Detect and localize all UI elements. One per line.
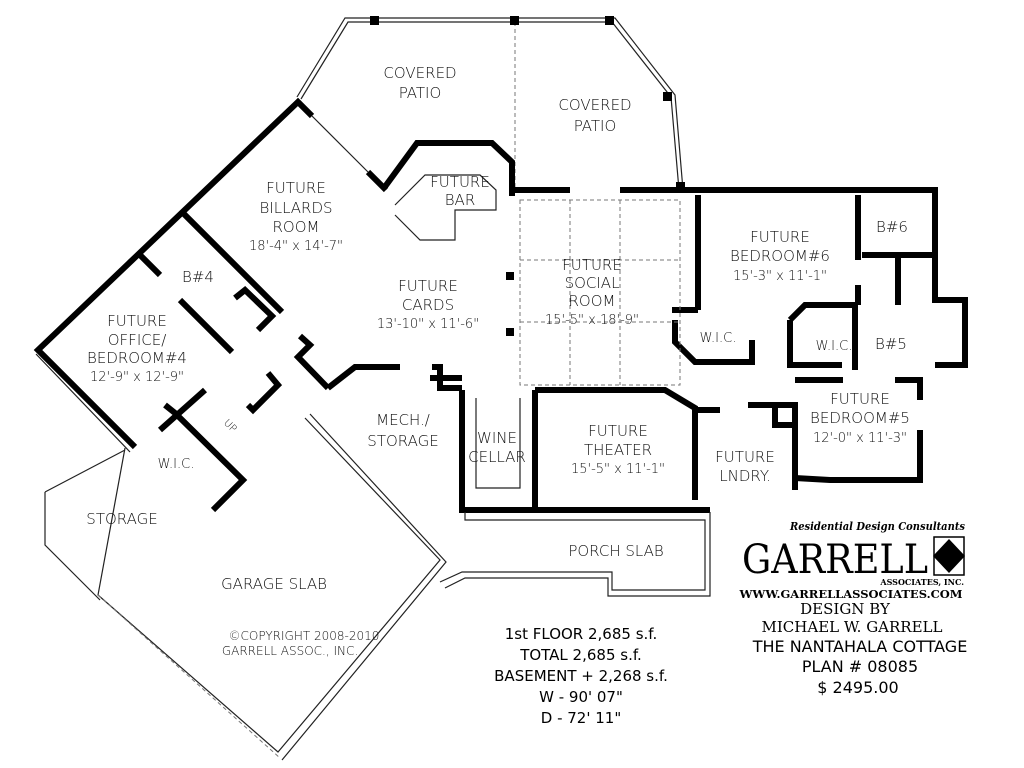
svg-text:TOTAL 2,685 s.f.: TOTAL 2,685 s.f. bbox=[519, 646, 642, 664]
logo-name: GARRELL bbox=[742, 537, 928, 583]
plan-number-text: PLAN # 08085 bbox=[802, 657, 918, 676]
svg-text:1st FLOOR 2,685 s.f.: 1st FLOOR 2,685 s.f. bbox=[505, 625, 658, 643]
social-room-grid bbox=[506, 199, 681, 386]
walls bbox=[33, 97, 968, 513]
logo-sub: ASSOCIATES, INC. bbox=[879, 577, 964, 587]
plan-info: WWW.GARRELLASSOCIATES.COM DESIGN BY MICH… bbox=[739, 587, 968, 697]
plan-name-text: THE NANTAHALA COTTAGE bbox=[752, 637, 968, 656]
area-summary: 1st FLOOR 2,685 s.f. TOTAL 2,685 s.f. BA… bbox=[494, 625, 668, 727]
logo-tagline: Residential Design Consultants bbox=[789, 520, 965, 533]
bath4-label: B#4 bbox=[182, 268, 214, 286]
covered-patio-outline bbox=[296, 16, 685, 191]
exterior-slabs bbox=[44, 413, 711, 761]
mech-storage-label: MECH./STORAGE bbox=[367, 411, 438, 450]
garrell-logo: Residential Design Consultants GARRELL A… bbox=[742, 520, 965, 587]
wic6-label: W.I.C. bbox=[700, 331, 737, 346]
diamond-icon bbox=[933, 539, 965, 573]
storage-label: STORAGE bbox=[86, 510, 157, 528]
svg-text:D - 72' 11": D - 72' 11" bbox=[541, 709, 621, 727]
price-text: $ 2495.00 bbox=[817, 678, 898, 697]
bath6-label: B#6 bbox=[876, 218, 908, 236]
stairs-up-label: UP bbox=[221, 418, 238, 435]
porch-slab-label: PORCH SLAB bbox=[568, 542, 663, 560]
svg-text:W - 90' 07": W - 90' 07" bbox=[539, 688, 623, 706]
designer-text: MICHAEL W. GARRELL bbox=[762, 618, 943, 636]
website-text: WWW.GARRELLASSOCIATES.COM bbox=[739, 587, 963, 601]
bath5-label: B#5 bbox=[875, 335, 907, 353]
garage-slab-label: GARAGE SLAB bbox=[221, 575, 327, 593]
svg-text:BASEMENT + 2,268 s.f.: BASEMENT + 2,268 s.f. bbox=[494, 667, 668, 685]
wic4-label: W.I.C. bbox=[158, 457, 195, 472]
wic5-label: W.I.C. bbox=[816, 339, 853, 354]
design-by-text: DESIGN BY bbox=[800, 600, 891, 618]
